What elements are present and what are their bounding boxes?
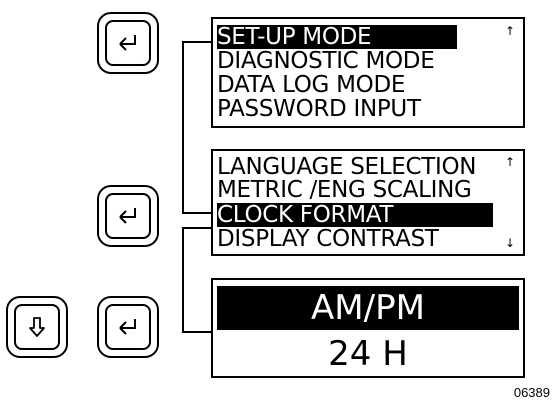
scroll-down-indicator: ↓ (504, 236, 515, 250)
connector-1 (182, 212, 212, 214)
connector-2 (182, 227, 184, 333)
enter-key-bottom[interactable] (97, 296, 159, 358)
enter-key-middle[interactable] (97, 185, 159, 247)
menu-screen-main: SET-UP MODE DIAGNOSTIC MODE DATA LOG MOD… (211, 17, 525, 128)
connector-2 (182, 331, 212, 333)
down-arrow-icon (29, 317, 45, 337)
clock-format-screen: AM/PM 24 H (211, 278, 525, 378)
menu-item-password-input[interactable]: PASSWORD INPUT (217, 96, 421, 122)
menu-item-metric-eng-scaling[interactable]: METRIC /ENG SCALING (217, 177, 472, 203)
scroll-up-indicator: ↑ (504, 24, 515, 38)
figure-number: 06389 (513, 385, 550, 400)
enter-key-top[interactable] (97, 12, 159, 74)
scroll-up-indicator: ↑ (504, 155, 515, 169)
enter-icon (119, 319, 136, 335)
connector-1 (182, 41, 212, 43)
connector-1 (182, 41, 184, 213)
menu-item-language-selection[interactable]: LANGUAGE SELECTION (217, 154, 477, 180)
menu-item-diagnostic-mode[interactable]: DIAGNOSTIC MODE (217, 48, 435, 74)
enter-icon (119, 35, 136, 51)
menu-item-clock-format[interactable]: CLOCK FORMAT (217, 203, 493, 227)
option-24h[interactable]: 24 H (328, 334, 408, 374)
menu-item-setup-mode[interactable]: SET-UP MODE (217, 25, 457, 49)
connector-2 (182, 227, 212, 229)
down-key[interactable] (6, 296, 68, 358)
enter-icon (119, 208, 136, 224)
option-am-pm[interactable]: AM/PM (217, 286, 519, 330)
menu-item-display-contrast[interactable]: DISPLAY CONTRAST (217, 226, 439, 252)
menu-item-data-log-mode[interactable]: DATA LOG MODE (217, 72, 406, 98)
menu-screen-setup: LANGUAGE SELECTION METRIC /ENG SCALING C… (211, 149, 525, 256)
